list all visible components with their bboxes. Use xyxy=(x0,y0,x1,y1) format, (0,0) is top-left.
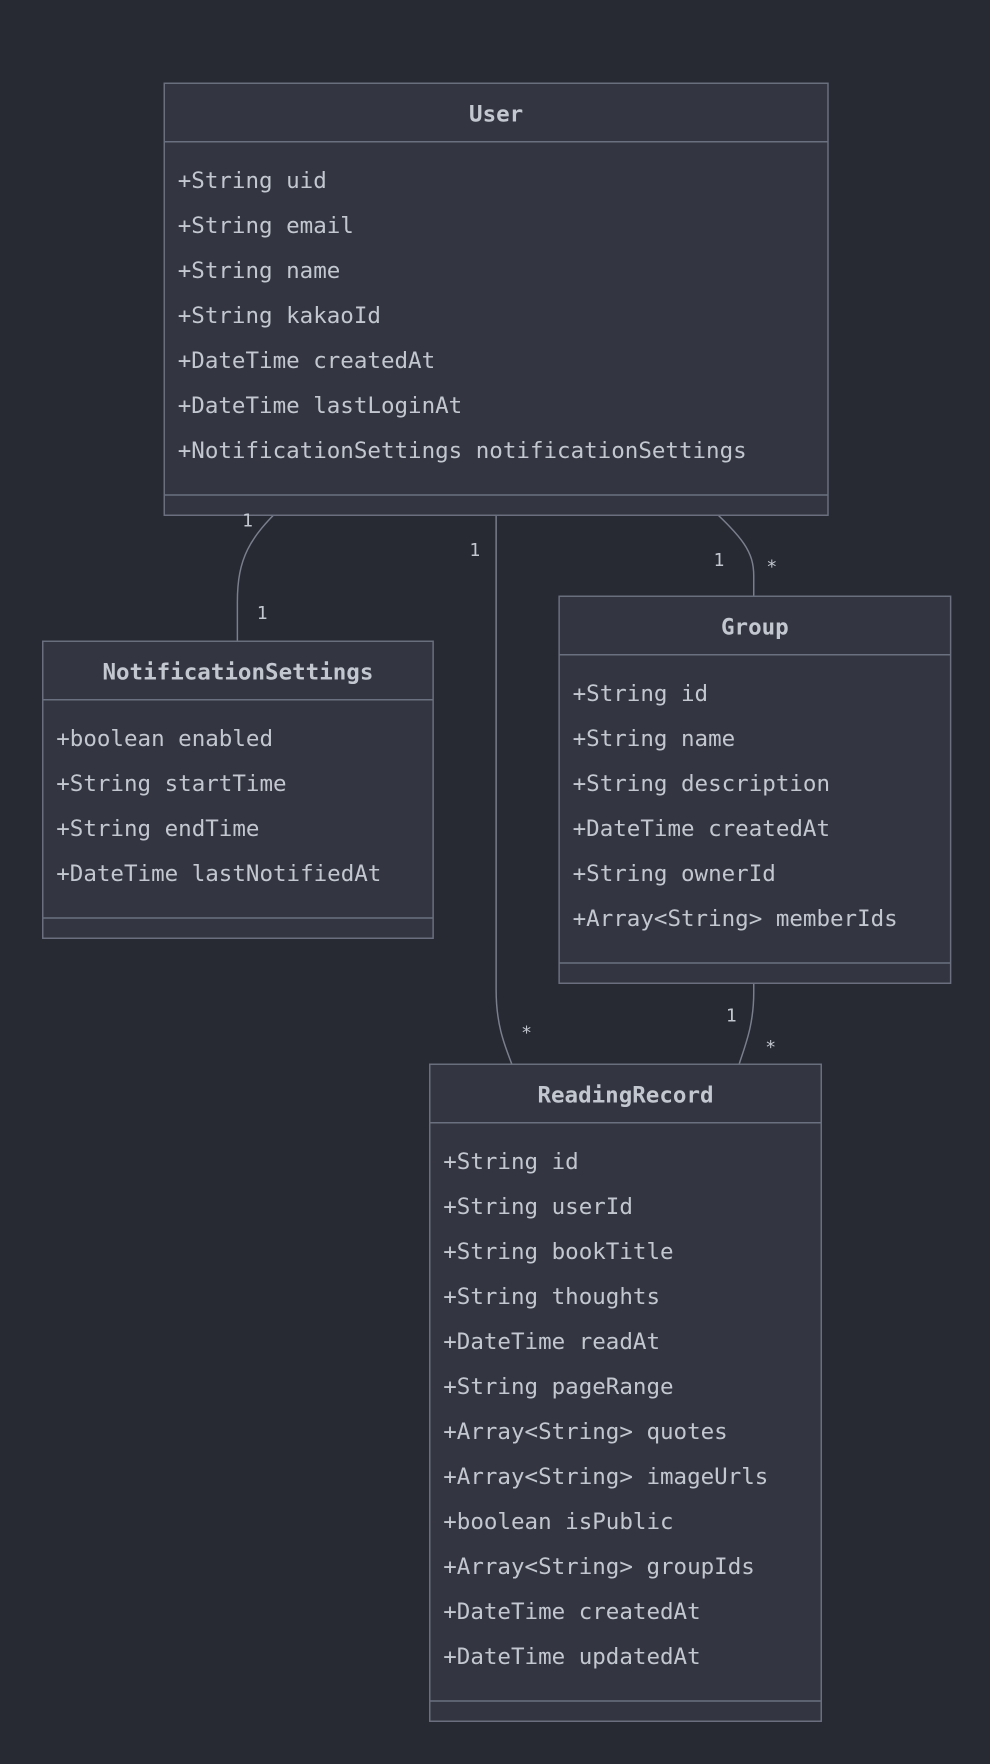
class-attribute: +DateTime lastNotifiedAt xyxy=(56,861,381,887)
class-attribute: +Array<String> groupIds xyxy=(443,1554,755,1580)
class-attribute: +String bookTitle xyxy=(443,1239,673,1265)
class-name: NotificationSettings xyxy=(102,660,373,686)
class-box xyxy=(558,595,952,984)
relation-user-notificationsettings-line xyxy=(236,505,283,642)
relation-group-readingrecord-line xyxy=(738,974,755,1065)
class-name: ReadingRecord xyxy=(537,1083,713,1109)
class-attribute: +String name xyxy=(573,726,736,752)
class-attribute: +String thoughts xyxy=(443,1284,660,1310)
multiplicity-label: 1 xyxy=(469,540,480,561)
class-attribute: +DateTime createdAt xyxy=(443,1599,700,1625)
class-attribute: +String userId xyxy=(443,1194,633,1220)
multiplicity-label: 1 xyxy=(713,550,724,571)
class-attribute: +String pageRange xyxy=(443,1374,673,1400)
multiplicity-label: 1 xyxy=(257,603,268,624)
class-attribute: +String kakaoId xyxy=(178,303,381,329)
class-name: Group xyxy=(721,615,789,641)
class-reading-record[interactable]: ReadingRecord +String id +String userId +St… xyxy=(429,1063,822,1722)
class-attribute: +String startTime xyxy=(56,771,286,797)
class-attribute: +String name xyxy=(178,258,341,284)
class-attribute: +String uid xyxy=(178,168,327,194)
class-attribute: +String description xyxy=(573,771,830,797)
multiplicity-label: * xyxy=(766,557,777,578)
class-attribute: +DateTime createdAt xyxy=(178,348,435,374)
class-attribute: +String endTime xyxy=(56,816,259,842)
class-attribute: +DateTime createdAt xyxy=(573,816,830,842)
class-box xyxy=(163,82,829,516)
class-group[interactable]: Group +String id +String name +String descr… xyxy=(558,595,952,984)
class-user[interactable]: User +String uid +String email +String name… xyxy=(163,82,829,516)
class-attribute: +Array<String> imageUrls xyxy=(443,1464,768,1490)
multiplicity-label: 1 xyxy=(242,511,253,532)
relation-user-group-line xyxy=(708,505,755,597)
class-attribute: +String id xyxy=(573,681,708,707)
class-attribute: +DateTime updatedAt xyxy=(443,1644,700,1670)
class-attribute: +boolean enabled xyxy=(56,726,273,752)
class-attribute: +Array<String> memberIds xyxy=(573,906,898,932)
class-attribute: +Array<String> quotes xyxy=(443,1419,727,1445)
class-attribute: +DateTime readAt xyxy=(443,1329,660,1355)
class-box xyxy=(429,1063,822,1722)
multiplicity-label: * xyxy=(765,1037,776,1058)
class-attribute: +boolean isPublic xyxy=(443,1509,673,1535)
class-notification-settings[interactable]: NotificationSettings +boolean enabled +Str… xyxy=(42,640,434,939)
multiplicity-label: 1 xyxy=(726,1006,737,1027)
class-attribute: +NotificationSettings notificationSettin… xyxy=(178,438,747,464)
class-attribute: +DateTime lastLoginAt xyxy=(178,393,462,419)
class-box xyxy=(42,640,434,939)
class-attribute: +String email xyxy=(178,213,354,239)
class-attribute: +String ownerId xyxy=(573,861,776,887)
relation-user-readingrecord-line xyxy=(495,506,513,1065)
multiplicity-label: * xyxy=(521,1022,532,1043)
class-attribute: +String id xyxy=(443,1149,578,1175)
class-name: User xyxy=(469,102,523,128)
